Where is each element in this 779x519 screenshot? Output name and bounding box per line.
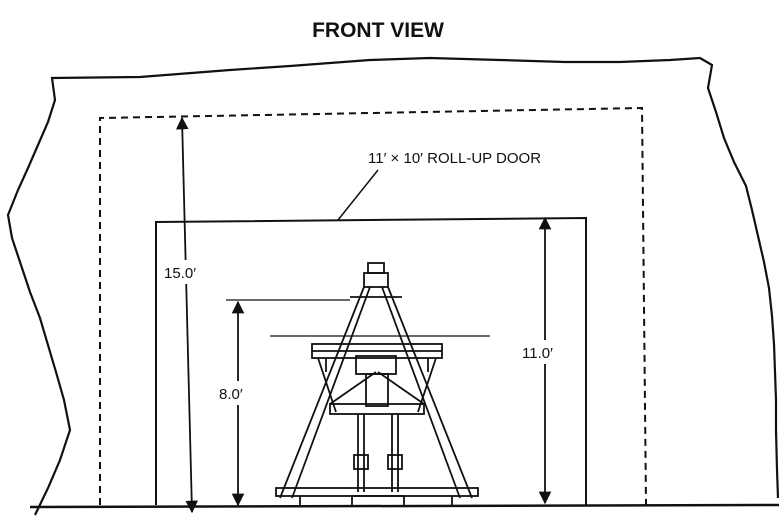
roll-up-door-outline <box>155 216 587 505</box>
door-height-label-mask <box>520 340 572 364</box>
a-frame-structure <box>275 262 479 507</box>
view-title: FRONT VIEW <box>312 19 444 42</box>
outer-height-dimension-line <box>175 116 199 514</box>
wall-outline <box>6 56 779 516</box>
platform-height-label: 8.0′ <box>219 386 243 403</box>
outer-opening-dashed <box>99 106 647 506</box>
platform-height-label-mask <box>216 381 260 405</box>
door-height-label: 11.0′ <box>522 345 553 362</box>
outer-height-label: 15.0′ <box>164 265 196 282</box>
door-label-leader <box>337 169 379 221</box>
door-label: 11′ × 10′ ROLL-UP DOOR <box>368 150 541 167</box>
outer-height-label-mask <box>160 260 206 284</box>
